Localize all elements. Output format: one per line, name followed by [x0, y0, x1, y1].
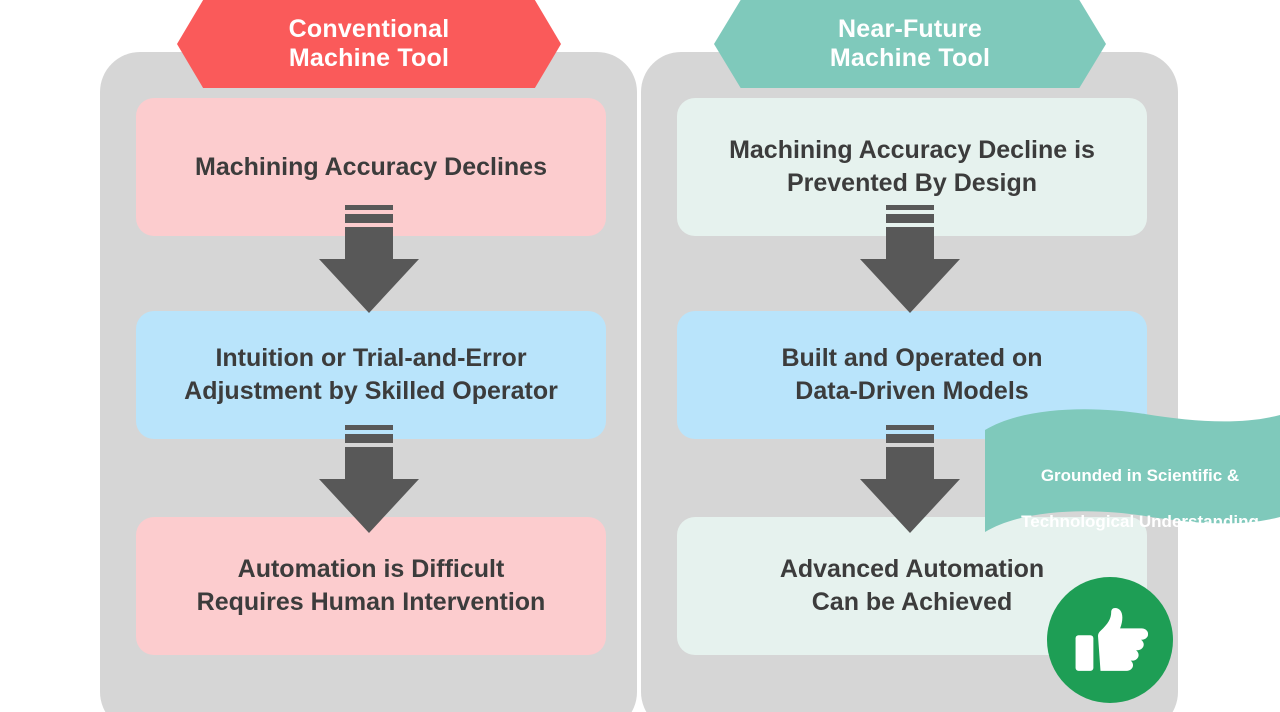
banner-near-future-line1: Near-Future: [838, 14, 982, 43]
step-text-line1: Automation is Difficult: [237, 555, 505, 583]
step-text-line1: Machining Accuracy Decline is: [729, 136, 1095, 164]
thumbs-up-badge: [1047, 577, 1173, 703]
step-box-intuition-trial-and-error: Intuition or Trial-and-Error Adjustment …: [136, 311, 606, 439]
step-text-line1: Built and Operated on: [781, 344, 1043, 372]
ribbon-callout-grounded-in-science: Grounded in Scientific & Technological U…: [985, 404, 1280, 536]
step-text-line1: Intuition or Trial-and-Error: [215, 344, 527, 372]
step-text-line2: Requires Human Intervention: [196, 588, 546, 616]
step-box-data-driven-models: Built and Operated on Data-Driven Models: [677, 311, 1147, 439]
step-text-line2: Prevented By Design: [786, 169, 1038, 197]
ribbon-text-line1: Grounded in Scientific &: [1040, 465, 1240, 485]
banner-conventional-line1: Conventional: [288, 14, 450, 43]
step-box-accuracy-decline-prevented: Machining Accuracy Decline is Prevented …: [677, 98, 1147, 236]
down-arrow-icon: [856, 205, 964, 317]
banner-conventional-line2: Machine Tool: [288, 44, 450, 72]
step-text-line1: Advanced Automation: [779, 555, 1045, 583]
down-arrow-icon: [315, 205, 423, 317]
step-text-line2: Adjustment by Skilled Operator: [184, 377, 558, 405]
step-text-line2: Data-Driven Models: [795, 377, 1029, 405]
banner-conventional: Conventional Machine Tool: [177, 0, 561, 88]
ribbon-text-line2: Technological Understanding: [1021, 511, 1259, 531]
banner-near-future-line2: Machine Tool: [829, 44, 991, 72]
down-arrow-icon: [315, 425, 423, 537]
banner-near-future: Near-Future Machine Tool: [714, 0, 1106, 88]
step-text-line1: Machining Accuracy Declines: [195, 152, 547, 181]
step-box-automation-is-difficult: Automation is Difficult Requires Human I…: [136, 517, 606, 655]
step-text-line2: Can be Achieved: [811, 588, 1013, 616]
down-arrow-icon: [856, 425, 964, 537]
thumbs-up-icon: [1072, 602, 1148, 678]
step-box-machining-accuracy-declines: Machining Accuracy Declines: [136, 98, 606, 236]
